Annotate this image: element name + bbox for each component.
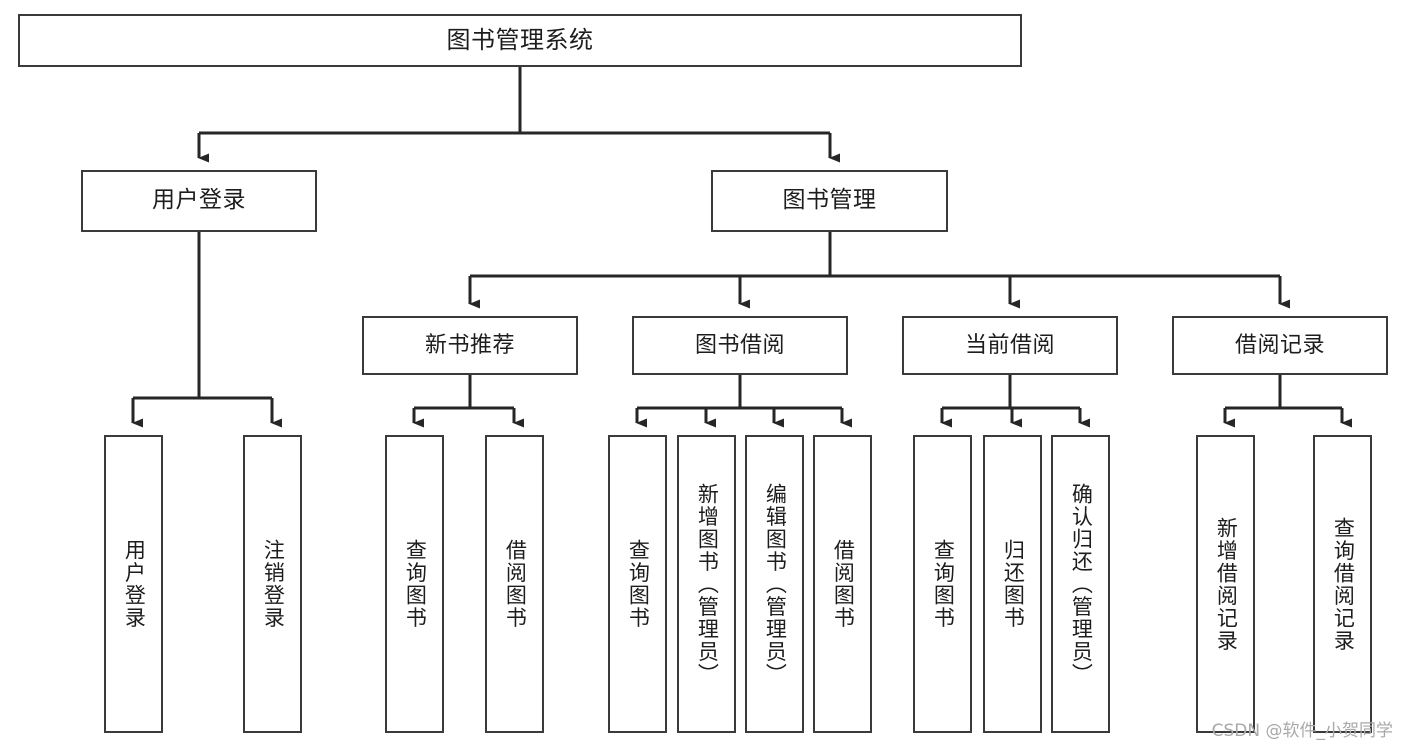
node-borrow-record-label: 借阅记录 <box>1234 332 1325 358</box>
node-leaf-query-book-1-label: 查询图书 <box>403 539 428 629</box>
node-leaf-borrow-book-2-label: 借阅图书 <box>831 539 856 629</box>
node-leaf-query-book-2-label: 查询图书 <box>626 539 651 629</box>
node-leaf-query-record-label: 查询借阅记录 <box>1331 516 1356 652</box>
node-current-borrow-label: 当前借阅 <box>964 332 1055 358</box>
node-root[interactable]: 图书管理系统 <box>18 14 1022 67</box>
node-leaf-borrow-book-1[interactable]: 借阅图书 <box>485 435 544 733</box>
node-user-login[interactable]: 用户登录 <box>81 170 317 232</box>
node-leaf-add-book-label: 新增图书（管理员） <box>695 482 720 686</box>
node-book-manage-label: 图书管理 <box>782 187 877 214</box>
node-leaf-edit-book-label: 编辑图书（管理员） <box>763 482 788 686</box>
node-leaf-user-login[interactable]: 用户登录 <box>104 435 163 733</box>
node-borrow-record[interactable]: 借阅记录 <box>1172 316 1388 375</box>
node-leaf-add-record-label: 新增借阅记录 <box>1214 516 1239 652</box>
node-leaf-borrow-book-2[interactable]: 借阅图书 <box>813 435 872 733</box>
node-leaf-query-book-3[interactable]: 查询图书 <box>913 435 972 733</box>
node-leaf-edit-book[interactable]: 编辑图书（管理员） <box>745 435 804 733</box>
node-user-login-label: 用户登录 <box>152 187 246 214</box>
node-current-borrow[interactable]: 当前借阅 <box>902 316 1118 375</box>
node-leaf-return-book-label: 归还图书 <box>1001 539 1026 629</box>
node-new-book-recommend-label: 新书推荐 <box>424 332 515 358</box>
node-book-borrow-label: 图书借阅 <box>694 332 785 358</box>
node-leaf-query-record[interactable]: 查询借阅记录 <box>1313 435 1372 733</box>
node-leaf-logout[interactable]: 注销登录 <box>243 435 302 733</box>
watermark-text: CSDN @软件_小贺同学 <box>1211 721 1393 741</box>
node-new-book-recommend[interactable]: 新书推荐 <box>362 316 578 375</box>
node-leaf-query-book-3-label: 查询图书 <box>931 539 956 629</box>
node-leaf-query-book-2[interactable]: 查询图书 <box>608 435 667 733</box>
node-leaf-add-record[interactable]: 新增借阅记录 <box>1196 435 1255 733</box>
node-leaf-return-book[interactable]: 归还图书 <box>983 435 1042 733</box>
node-leaf-borrow-book-1-label: 借阅图书 <box>503 539 528 629</box>
node-leaf-query-book-1[interactable]: 查询图书 <box>385 435 444 733</box>
node-leaf-add-book[interactable]: 新增图书（管理员） <box>677 435 736 733</box>
node-book-borrow[interactable]: 图书借阅 <box>632 316 848 375</box>
node-leaf-logout-label: 注销登录 <box>261 539 286 629</box>
node-leaf-user-login-label: 用户登录 <box>122 539 147 629</box>
node-root-label: 图书管理系统 <box>446 26 594 55</box>
node-book-manage[interactable]: 图书管理 <box>711 170 948 232</box>
node-leaf-confirm-return-label: 确认归还（管理员） <box>1069 482 1094 686</box>
node-leaf-confirm-return[interactable]: 确认归还（管理员） <box>1051 435 1110 733</box>
